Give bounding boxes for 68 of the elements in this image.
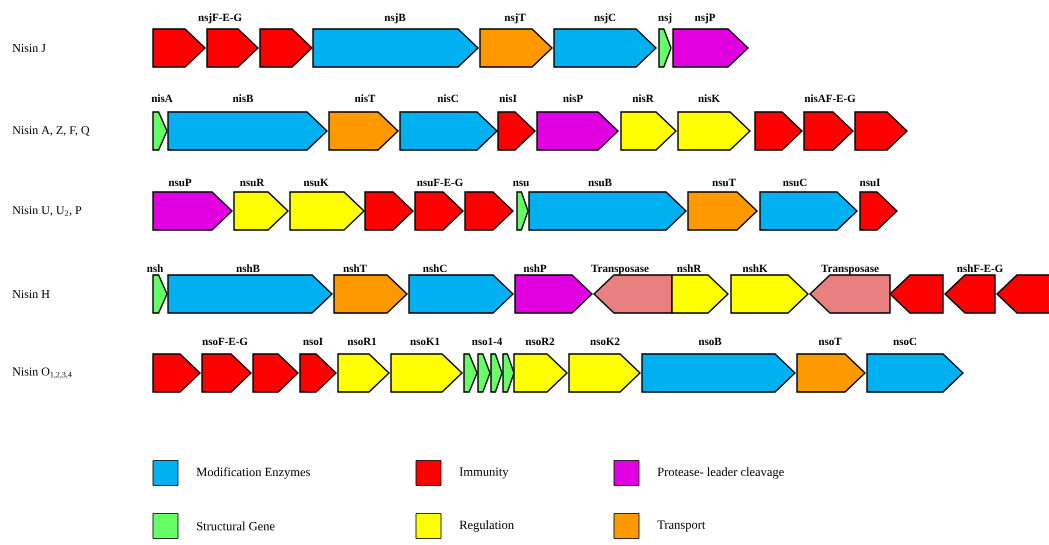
gene-label: nsuF-E-G <box>417 178 463 187</box>
gene-label: nisK <box>698 94 720 103</box>
row-name: Nisin J <box>12 43 46 52</box>
row-name: Nisin A, Z, F, Q <box>12 126 90 136</box>
legend-label: Transport <box>657 520 706 532</box>
gene-label: nshC <box>423 264 447 273</box>
gene-block <box>996 274 1049 314</box>
gene-label: nsuI <box>859 178 880 187</box>
gene-label: nsoR1 <box>347 337 377 346</box>
gene-label: nsjB <box>384 13 406 24</box>
gene-label: nsjP <box>694 13 716 24</box>
gene-label: nsuP <box>168 178 192 187</box>
gene-block <box>252 353 300 393</box>
gene-label: nisA <box>151 94 173 103</box>
gene-label: nisAF-E-G <box>804 94 856 103</box>
gene-label: nsoK1 <box>410 337 440 346</box>
gene-label: nisT <box>354 94 376 103</box>
gene-label: nisB <box>232 94 254 103</box>
gene-label: nisC <box>437 94 458 103</box>
gene-label: nsuT <box>712 178 736 187</box>
gene-label: nsuB <box>588 178 612 187</box>
gene-label: nsoC <box>893 337 917 346</box>
gene-label: nsj <box>658 13 672 24</box>
gene-label: nsjT <box>504 13 526 24</box>
gene-block <box>502 353 515 393</box>
gene-block <box>463 353 478 393</box>
legend-label: Protease- leader cleavage <box>657 467 784 479</box>
gene-label: nsjF-E-G <box>198 13 242 24</box>
legend-label: Structural Gene <box>197 521 275 531</box>
gene-block <box>754 111 804 151</box>
gene-label: nshB <box>236 264 260 273</box>
legend-label: Modification Enzymes <box>196 467 310 479</box>
gene-block <box>889 274 944 314</box>
gene-label: nsoI <box>303 337 323 346</box>
gene-block <box>854 111 909 151</box>
gene-label: nshR <box>677 264 702 273</box>
legend-label: Immunity <box>459 467 509 479</box>
gene-label: nisR <box>632 94 654 103</box>
gene-label: nisP <box>563 94 583 103</box>
gene-label: nsoT <box>818 337 842 346</box>
gene-block <box>259 28 314 68</box>
gene-label: nsu <box>513 180 529 187</box>
gene-label: nshF-E-G <box>957 264 1003 273</box>
gene-label: nso1-4 <box>472 337 503 346</box>
gene-label: nshK <box>742 264 768 273</box>
gene-block <box>490 353 503 393</box>
gene-label: nsoR2 <box>525 337 555 346</box>
gene-block <box>364 191 415 231</box>
row-name: Nisin U, U$_{2}$, P <box>12 206 82 216</box>
gene-label: nshT <box>343 264 367 273</box>
row-name: Nisin H <box>12 289 50 298</box>
gene-label: nsoF-E-G <box>202 337 248 346</box>
gene-block <box>464 191 515 231</box>
gene-label: nsh <box>147 264 164 273</box>
row-name: Nisin O$_{1,2,3,4}$ <box>12 367 72 379</box>
gene-label: nsjC <box>594 13 616 24</box>
gene-block <box>152 353 202 393</box>
gene-block <box>152 28 207 68</box>
gene-label: nsuR <box>240 178 265 187</box>
gene-label: nisI <box>499 94 517 103</box>
gene-label: Transposase <box>591 264 649 275</box>
legend-label: Regulation <box>459 520 514 532</box>
gene-label: nsoB <box>698 337 722 346</box>
gene-label: nsuK <box>303 178 329 187</box>
gene-label: Transposase <box>821 264 879 275</box>
gene-label: nsoK2 <box>590 337 620 346</box>
gene-label: nsuC <box>783 178 807 187</box>
gene-label: nshP <box>523 264 547 273</box>
